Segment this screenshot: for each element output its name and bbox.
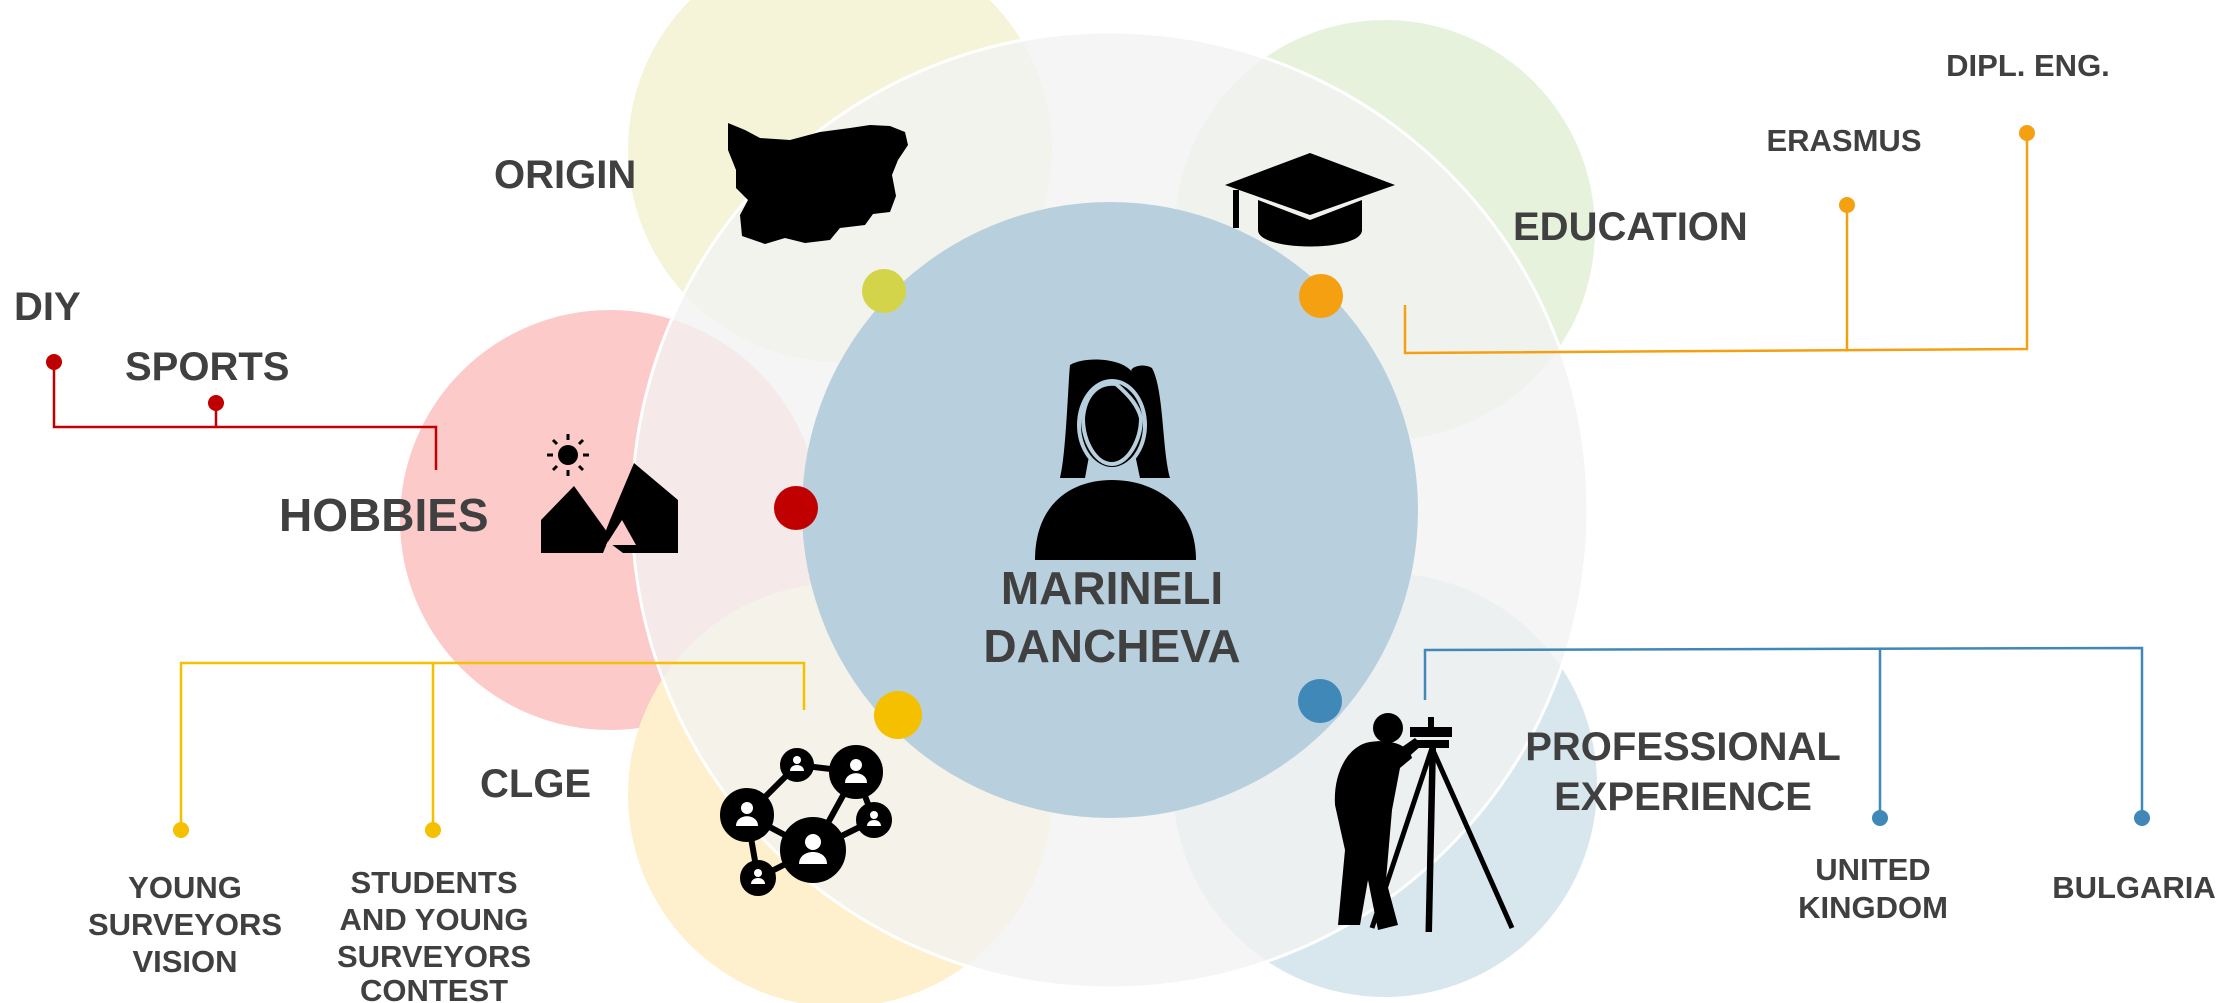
- center-name-line1: MARINELI: [1001, 562, 1223, 614]
- diy-dot: [46, 354, 62, 370]
- professional-connector: [1423, 646, 2144, 818]
- professional-item-bulgaria: BULGARIA: [2052, 870, 2216, 905]
- center-name-line2: DANCHEVA: [983, 620, 1240, 672]
- origin-dot: [862, 269, 906, 313]
- professional-label-line1: PROFESSIONAL: [1525, 725, 1841, 769]
- surveyor-icon: [1334, 713, 1515, 933]
- clge-item1-line1: YOUNG: [128, 870, 242, 905]
- education-label: EDUCATION: [1513, 205, 1748, 249]
- hobbies-connector: [52, 362, 438, 470]
- professional-item-uk-line1: UNITED: [1815, 852, 1930, 887]
- clge-item2-line2: AND YOUNG: [340, 902, 529, 937]
- education-connector: [1403, 133, 2029, 355]
- education-dot: [1299, 274, 1343, 318]
- clge-item2-line3: SURVEYORS: [337, 939, 531, 974]
- education-item-erasmus: ERASMUS: [1766, 123, 1921, 158]
- network-people: [736, 756, 881, 884]
- bulgaria-dot: [2134, 810, 2150, 826]
- clge-item2-line1: STUDENTS: [350, 865, 517, 900]
- person-icon: [1035, 359, 1196, 560]
- clge-dot: [874, 691, 922, 739]
- sports-dot: [208, 395, 224, 411]
- clge-item2-line4: CONTEST: [360, 973, 508, 1003]
- professional-dot: [1298, 679, 1342, 723]
- graduation-cap-icon: [1225, 153, 1395, 247]
- uk-dot: [1872, 810, 1888, 826]
- clge-label: CLGE: [480, 762, 591, 806]
- clge-connector: [179, 661, 806, 830]
- hobbies-label: HOBBIES: [279, 489, 489, 541]
- bulgaria-map-icon: [728, 123, 908, 244]
- clge-item2-dot: [425, 822, 441, 838]
- erasmus-dot: [1839, 197, 1855, 213]
- hobbies-dot: [774, 486, 818, 530]
- hobbies-item-diy: DIY: [14, 285, 81, 329]
- clge-item1-dot: [173, 822, 189, 838]
- education-item-dipl-eng: DIPL. ENG.: [1946, 48, 2110, 83]
- origin-label: ORIGIN: [494, 153, 636, 197]
- professional-label-line2: EXPERIENCE: [1554, 775, 1812, 819]
- clge-item1-line2: SURVEYORS: [88, 907, 282, 942]
- mountain-sun-icon: [541, 434, 678, 553]
- clge-item1-line3: VISION: [132, 944, 237, 979]
- dipl-eng-dot: [2019, 125, 2035, 141]
- professional-item-uk-line2: KINGDOM: [1798, 890, 1948, 925]
- hobbies-item-sports: SPORTS: [125, 345, 289, 389]
